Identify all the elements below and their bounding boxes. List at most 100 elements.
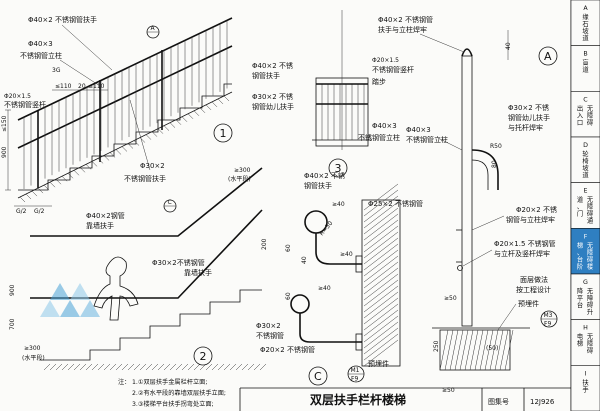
v1-hatch-line (223, 95, 230, 102)
v2-hatch-line (103, 363, 111, 371)
v2-hatch-line (55, 363, 63, 371)
v2-hatch-line (61, 363, 69, 371)
vc-label-b: Φ25×2 不锈钢管 (368, 199, 423, 208)
vc-label-d: Φ20×2 不锈钢管 (260, 345, 315, 354)
v1-hatch-line (199, 107, 206, 114)
v1-dim-110-b: ≤110 (88, 83, 105, 90)
va-dim-50c: ≥50 (442, 387, 455, 394)
note-3: 3.③楼梯平台扶手拐弯处立面; (132, 400, 214, 408)
side-tab-letter: H (583, 325, 588, 332)
v2-hatch-line (127, 363, 135, 371)
side-tab-char: 无 (587, 196, 594, 204)
v1-hatch-line (121, 146, 128, 152)
va-ref-bottom: F9 (544, 321, 551, 328)
vc-dim-40c: 40 (301, 256, 308, 264)
v2-dim-700: 700 (9, 318, 16, 330)
v2-hatch-line (217, 363, 225, 371)
v2-hatch-line (79, 363, 87, 371)
v2-hatch-line (193, 363, 201, 371)
side-tab-char: 、 (577, 249, 583, 256)
side-tab-char: 入 (577, 112, 584, 119)
side-tab-char: 道 (582, 170, 589, 179)
v1-dim-20: 20 (78, 83, 86, 90)
v1-dim-150: ≤150 (1, 115, 8, 132)
va-hatch-line (464, 329, 474, 371)
v1-dim-g2-b: G/2 (34, 208, 45, 215)
v2-hatch-line (211, 363, 219, 371)
v2-dim-300-b: (水平段) (22, 354, 45, 362)
v1-hatch-line (91, 161, 98, 167)
v1-hatch-line (133, 140, 140, 146)
v1-hatch-line (175, 119, 182, 125)
vc-hatch-line (363, 261, 399, 289)
side-tab-char: 梯 (577, 339, 583, 348)
vc-hatch-line (363, 231, 399, 259)
vc-label-c2: 不锈钢管 (256, 331, 284, 340)
vc-hatch-line (363, 315, 399, 343)
v2-hatch-line (175, 363, 183, 371)
side-tab-char: 无 (587, 333, 594, 341)
v3-label-post-size: Φ40×3 (372, 122, 397, 130)
v2-hatch-line (133, 363, 141, 371)
vc-hatch-line (363, 243, 399, 271)
side-tab-char: 无 (587, 241, 594, 249)
vc-hatch-line (363, 339, 399, 367)
v2-hatch-line (121, 363, 129, 371)
v1-hatch-line (31, 190, 38, 197)
vc-hatch-line (363, 195, 399, 223)
side-tab-char: 阶 (577, 261, 584, 270)
side-tab-char: 升 (587, 307, 593, 316)
va-label-e2: 与立杆及竖杆焊牢 (494, 249, 550, 258)
side-tab-strip: A缘石坡道B盲道C无障碍出入口D轮椅坡道E无障碍通道、门F无障碍楼梯、台阶G无障… (570, 0, 600, 411)
side-tab-b[interactable]: B盲道 (570, 45, 600, 92)
va-dim-80: 80 (491, 160, 498, 168)
side-tab-letter: C (583, 96, 588, 103)
v3-label-post: 不锈钢管立柱 (358, 133, 400, 142)
side-tab-char: 障 (587, 110, 594, 119)
side-tab-char: 通 (587, 216, 594, 225)
side-tab-char: 口 (577, 118, 583, 126)
vc-hatch-line (363, 309, 399, 337)
va-hatch-line (479, 329, 489, 371)
v1-hatch-line (181, 116, 188, 122)
v1-view-number: 1 (220, 127, 227, 140)
v2-hatch-line (223, 363, 231, 371)
side-tab-letter: B (583, 51, 587, 58)
side-tab-char: 梯 (577, 240, 583, 249)
v2-hatch-line (109, 363, 117, 371)
view-1-stair-elevation: 900 ≤150 G/2 G/2 ≤110 20 ≤110 Φ40×2 不锈钢管… (1, 15, 233, 215)
va-label-c2: 不锈钢管立柱 (406, 135, 448, 144)
va-hatch-line (454, 329, 464, 371)
side-tab-i[interactable]: I扶手 (570, 365, 600, 411)
vc-hatch-line (363, 249, 399, 277)
drawing-no-label: 图集号 (488, 397, 509, 406)
side-tab-letter: D (583, 142, 588, 149)
v1-hatch-line (145, 134, 152, 140)
v2-hatch-line (181, 363, 189, 371)
va-hatch-line (449, 329, 459, 371)
side-tab-char: 碍 (587, 347, 594, 355)
v1-hatch-line (67, 173, 74, 179)
side-tab-char: 碍 (587, 118, 594, 126)
v2-label-hz: (水平段) (228, 175, 251, 183)
v2-hatch-line (247, 363, 255, 371)
side-tab-char: 障 (587, 247, 594, 256)
va-label-e1: Φ20×1.5 不锈钢管 (494, 239, 556, 248)
side-tab-char: 缘 (582, 12, 589, 21)
vc-hatch-line (363, 267, 399, 295)
vc-hatch-line (363, 255, 399, 283)
v1-label-baluster: 不锈钢管竖杆 (4, 100, 46, 109)
va-label-f1: 面层做法 (520, 275, 548, 284)
va-marker: A (544, 50, 552, 63)
v2-label-upper-b: 靠墙扶手 (86, 221, 114, 230)
va-label-f2: 按工程设计 (516, 285, 551, 294)
vc-hatch-line (363, 183, 399, 211)
